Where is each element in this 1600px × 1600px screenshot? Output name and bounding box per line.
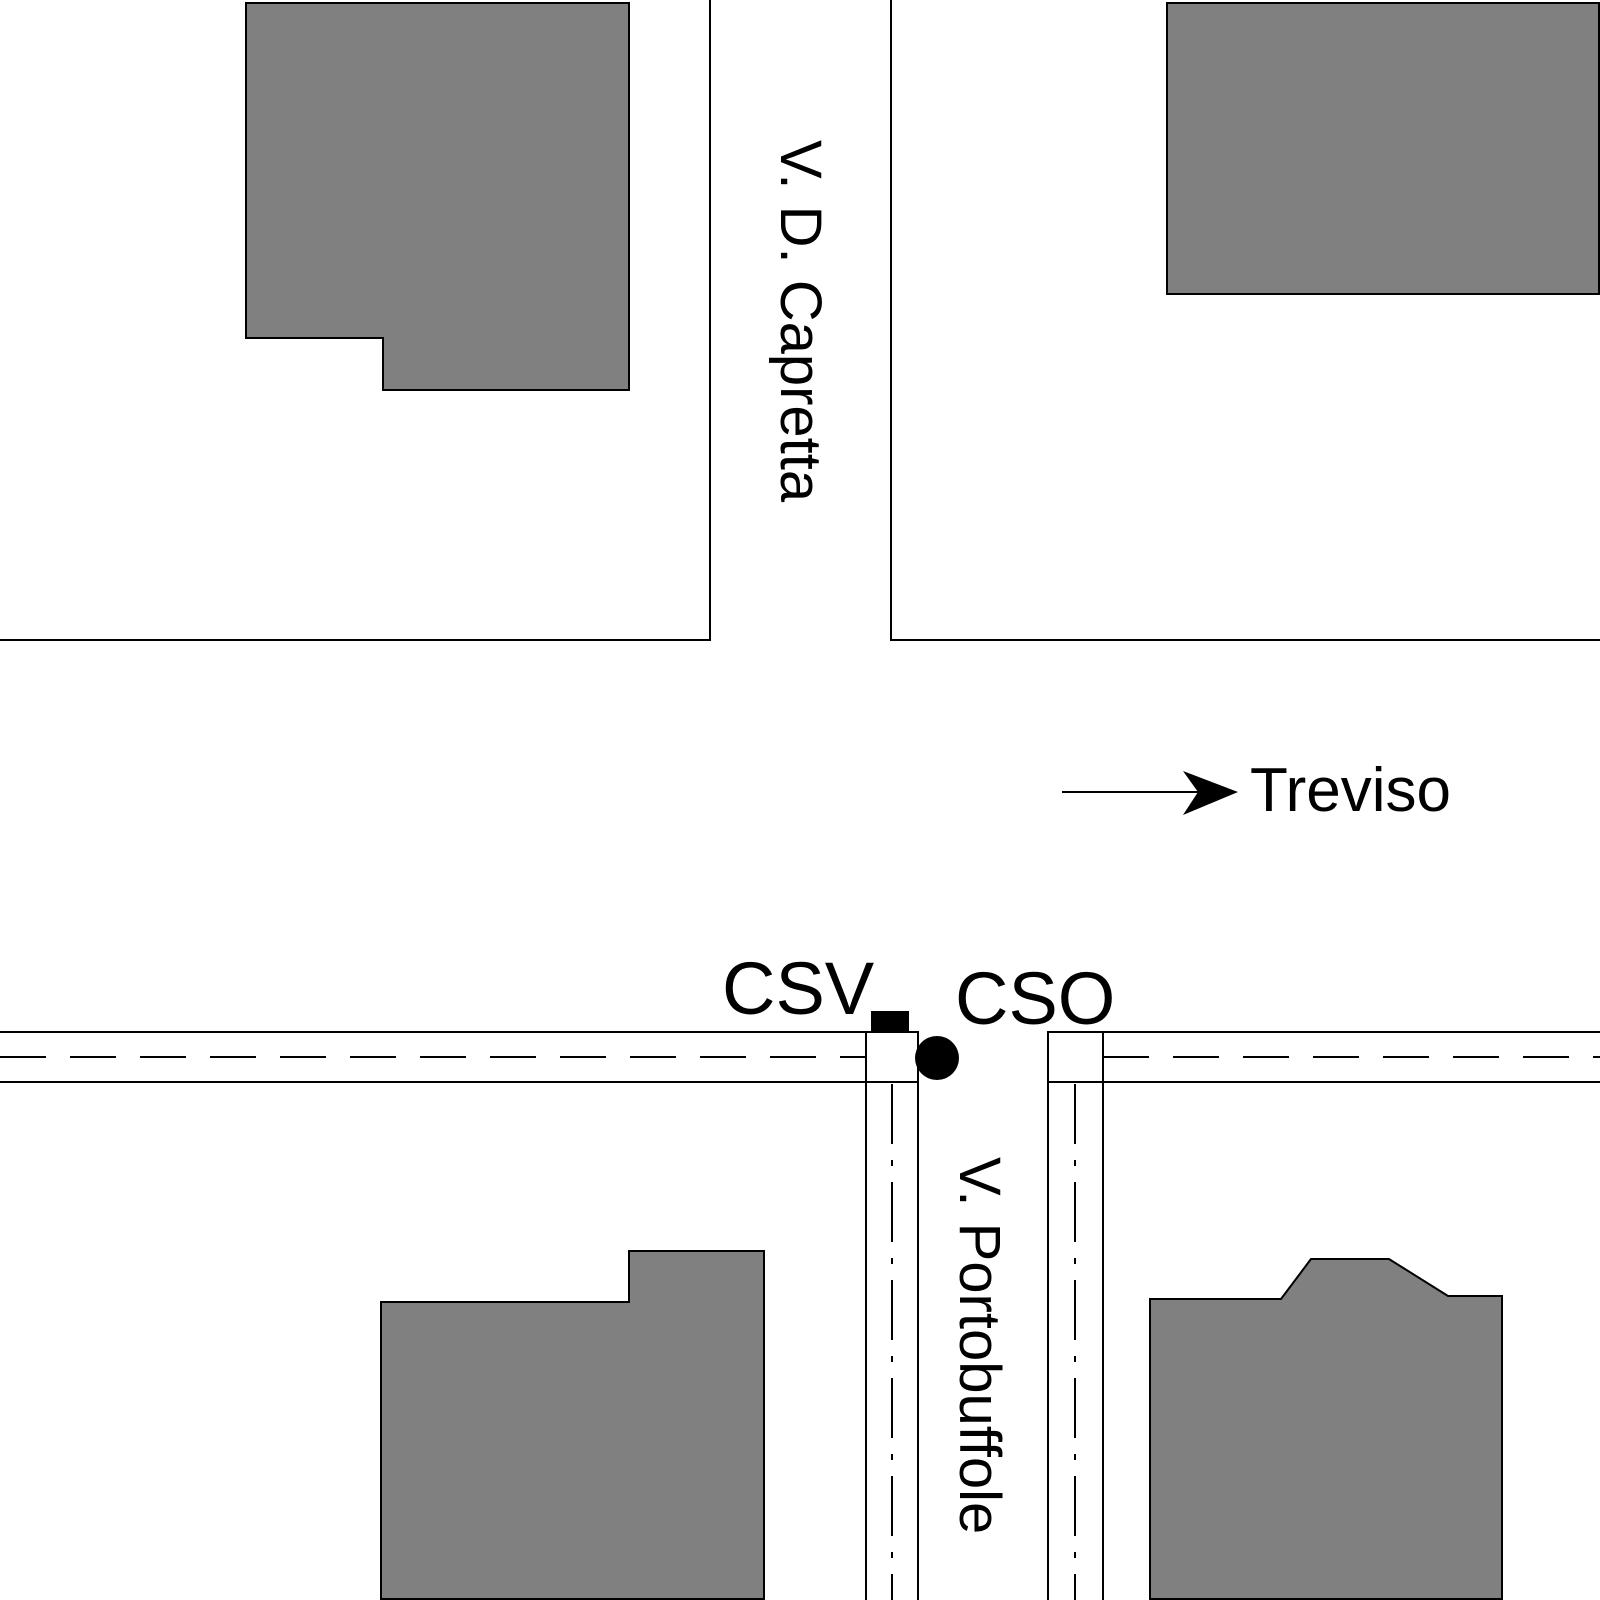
square-marker-icon xyxy=(871,1011,909,1031)
street-label-south: V. Portobuffole xyxy=(947,1157,1012,1534)
block-outline-northwest xyxy=(0,0,711,641)
marker-label-cso: CSO xyxy=(955,957,1115,1040)
arrow-right-icon xyxy=(1062,771,1238,815)
track-east-outline xyxy=(1047,1031,1104,1600)
block-outline-northeast xyxy=(890,0,1600,641)
direction-label: Treviso xyxy=(1250,756,1451,825)
marker-label-csv: CSV xyxy=(722,947,875,1030)
building-northwest xyxy=(245,2,630,391)
circle-marker-icon xyxy=(915,1036,959,1080)
building-northeast xyxy=(1166,2,1600,295)
building-southwest xyxy=(380,1250,765,1600)
building-southeast xyxy=(1149,1258,1503,1600)
street-label-north: V. D. Capretta xyxy=(768,140,833,503)
track-west-outline xyxy=(865,1031,919,1600)
